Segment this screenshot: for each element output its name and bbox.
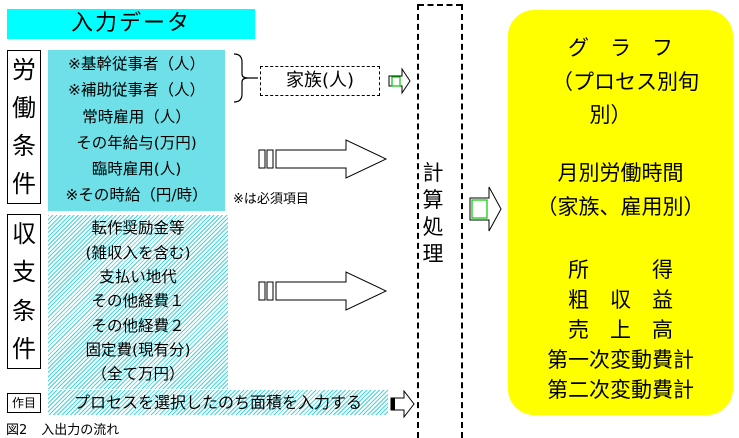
labor-label-char: 労 [12,56,36,84]
output-line: 所 得 [568,258,673,282]
output-line: 別） [589,103,632,127]
labor-label-char: 件 [12,170,36,198]
output-line: 粗 収 益 [568,288,673,312]
income-item: その他経費２ [91,316,185,335]
income-item: (雑収入を含む) [85,243,191,262]
labor-label-char: 条 [12,132,36,160]
income-label-char: 条 [12,296,36,325]
labor-item: ※その時給（円/時） [65,186,208,205]
income-item: その他経費１ [91,292,185,311]
figure-title: 入出力の流れ [41,423,120,438]
labor-conditions-box: ※基幹従事者（人） ※補助従事者（人） 常時雇用（人） その年給与(万円) 臨時… [48,50,225,211]
crop-label: 作目 [7,393,41,413]
labor-item: ※補助従事者（人） [68,81,205,100]
processing-char: 処 [422,215,444,239]
labor-label-char: 働 [12,94,36,122]
processing-char: 算 [422,188,444,212]
income-label-char: 収 [12,220,36,249]
income-flow-arrow-icon [258,271,388,311]
income-label-char: 支 [12,258,36,287]
required-note: ※は必須項目 [233,192,309,207]
processing-label: 計 算 処 理 [419,160,447,268]
output-arrow-icon [469,186,502,232]
processing-left-border [417,4,419,438]
output-line: （家族、雇用別） [536,195,705,219]
labor-item: 臨時雇用(人) [91,159,182,178]
income-label-char: 件 [12,334,36,363]
crop-arrow-icon [390,390,415,418]
income-item: 転作奨励金等 [91,219,185,238]
processing-right-border [461,4,463,438]
output-line: 月別労働時間 [557,161,684,185]
figure-caption: 図2 入出力の流れ [6,419,133,438]
family-box: 家族(人) [260,66,380,96]
labor-conditions-label: 労 働 条 件 [7,50,41,204]
income-item: 支払い地代 [99,267,177,286]
figure-number: 図2 [6,423,28,438]
processing-top-border [418,4,462,6]
labor-item: ※基幹従事者（人） [68,55,205,74]
family-arrow-icon [388,67,411,95]
income-item: （全て万円） [91,365,185,384]
labor-item: 常時雇用（人） [82,107,191,126]
output-line: グ ラ フ [568,36,673,60]
processing-char: 計 [422,161,444,185]
process-input-box: プロセスを選択したのち面積を入力する [48,390,388,415]
input-data-header: 入力データ [7,9,255,39]
output-line: 第二次変動費計 [547,378,694,402]
output-line: 売 上 高 [568,318,673,342]
output-line: （プロセス別旬 [552,70,699,94]
output-line: 第一次変動費計 [547,348,694,372]
income-item: 固定費(現有分) [85,340,191,359]
labor-item: その年給与(万円) [76,133,197,152]
labor-flow-arrow-icon [258,139,388,179]
income-conditions-box: 転作奨励金等 (雑収入を含む) 支払い地代 その他経費１ その他経費２ 固定費(… [48,215,228,389]
processing-char: 理 [422,242,444,266]
output-box: グ ラ フ （プロセス別旬 別） 月別労働時間 （家族、雇用別） 所 得 粗 収… [508,10,733,415]
income-conditions-label: 収 支 条 件 [7,214,41,369]
brace-connector [233,53,258,103]
